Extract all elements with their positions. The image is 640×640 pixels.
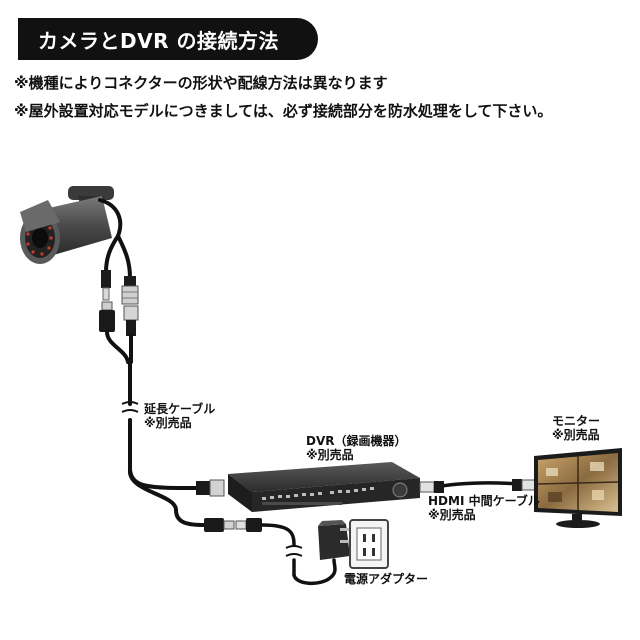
cable-break-icon xyxy=(121,401,139,413)
extension-cable-name: 延長ケーブル xyxy=(144,402,216,416)
page-title: カメラとDVR の接続方法 xyxy=(18,18,318,60)
power-adapter-name: 電源アダプター xyxy=(344,572,429,586)
note-waterproofing: ※屋外設置対応モデルにつきましては、必ず接続部分を防水処理をして下さい。 xyxy=(14,102,553,120)
dvr-icon xyxy=(228,462,420,512)
power-plug-connector-icon xyxy=(101,270,111,301)
extension-cable-label: 延長ケーブル ※別売品 xyxy=(144,402,215,430)
hdmi-sold-separately: ※別売品 xyxy=(428,508,476,522)
monitor-sold-separately: ※別売品 xyxy=(552,428,600,442)
wall-outlet-icon xyxy=(349,519,389,569)
bnc-dvr-connector-icon xyxy=(196,479,225,497)
hdmi-cable xyxy=(419,479,537,493)
power-adapter-cable xyxy=(260,523,337,585)
power-jack-connector-icon xyxy=(99,301,115,332)
cable-break-icon xyxy=(285,545,303,557)
page-title-text: カメラとDVR の接続方法 xyxy=(38,28,279,53)
dc-plug-icon xyxy=(235,518,262,532)
dvr-name: DVR（録画機器） xyxy=(306,434,407,448)
dvr-sold-separately: ※別売品 xyxy=(306,448,354,462)
power-extension-connector-icon xyxy=(204,518,235,532)
monitor-icon xyxy=(534,448,622,528)
hdmi-cable-name: HDMI 中間ケーブル xyxy=(428,494,540,508)
bnc-male-connector-icon xyxy=(123,305,139,336)
power-adapter-label: 電源アダプター xyxy=(344,572,428,586)
camera-cable xyxy=(98,198,132,280)
power-adapter-icon xyxy=(318,520,350,560)
note-connector-shape: ※機種によりコネクターの形状や配線方法は異なります xyxy=(14,74,388,92)
dvr-label: DVR（録画機器） ※別売品 xyxy=(306,434,407,462)
monitor-label: モニター ※別売品 xyxy=(552,414,600,442)
camera-icon xyxy=(20,186,114,264)
extension-cable-sold-separately: ※別売品 xyxy=(144,416,192,430)
extension-cable xyxy=(105,330,206,527)
hdmi-cable-label: HDMI 中間ケーブル ※別売品 xyxy=(428,494,540,522)
bnc-connector-icon xyxy=(121,276,139,305)
monitor-name: モニター xyxy=(552,414,601,428)
